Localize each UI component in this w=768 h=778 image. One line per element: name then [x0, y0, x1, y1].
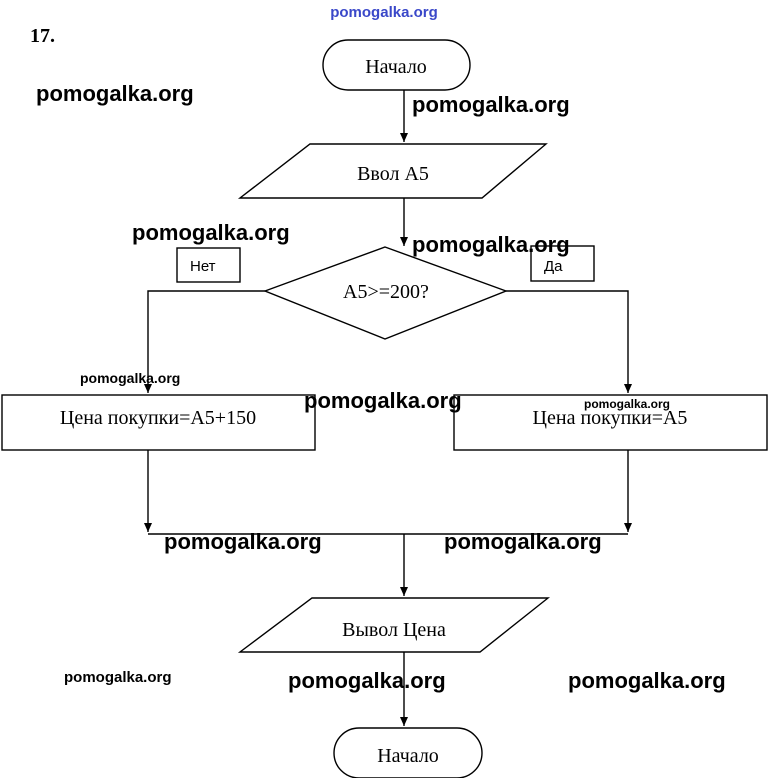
condition-label: А5>=200? [343, 281, 429, 303]
output-label: Вывол Цена [342, 619, 446, 641]
watermark: pomogalka.org [36, 81, 194, 106]
watermark-top: pomogalka.org [330, 4, 438, 21]
branch-no-box [176, 247, 241, 283]
watermark: pomogalka.org [584, 397, 670, 411]
watermark: pomogalka.org [304, 388, 462, 413]
watermark: pomogalka.org [164, 529, 322, 554]
watermark: pomogalka.org [64, 669, 172, 686]
watermark: pomogalka.org [444, 529, 602, 554]
end-terminator [333, 727, 483, 778]
condition-diamond [263, 246, 508, 340]
watermark: pomogalka.org [412, 232, 570, 257]
connector-yes-branch [506, 290, 632, 393]
input-block [237, 143, 548, 199]
branch-yes-box [530, 245, 595, 282]
process-yes-block [453, 394, 768, 451]
branch-yes-label: Да [544, 258, 563, 275]
watermark: pomogalka.org [568, 668, 726, 693]
end-label: Начало [377, 745, 439, 767]
process-no-block [1, 394, 316, 451]
watermark: pomogalka.org [132, 220, 290, 245]
input-label: Ввол А5 [357, 163, 429, 185]
start-terminator [322, 39, 471, 91]
process-no-label: Цена покупки=А5+150 [60, 407, 256, 429]
watermark: pomogalka.org [412, 92, 570, 117]
watermark: pomogalka.org [80, 370, 180, 386]
problem-number: 17. [30, 25, 55, 47]
start-label: Начало [365, 56, 427, 78]
process-yes-label: Цена покупки=А5 [533, 407, 688, 429]
branch-no-label: Нет [190, 258, 216, 275]
watermark: pomogalka.org [288, 668, 446, 693]
connector-no-branch [144, 290, 265, 393]
output-block [237, 597, 551, 653]
